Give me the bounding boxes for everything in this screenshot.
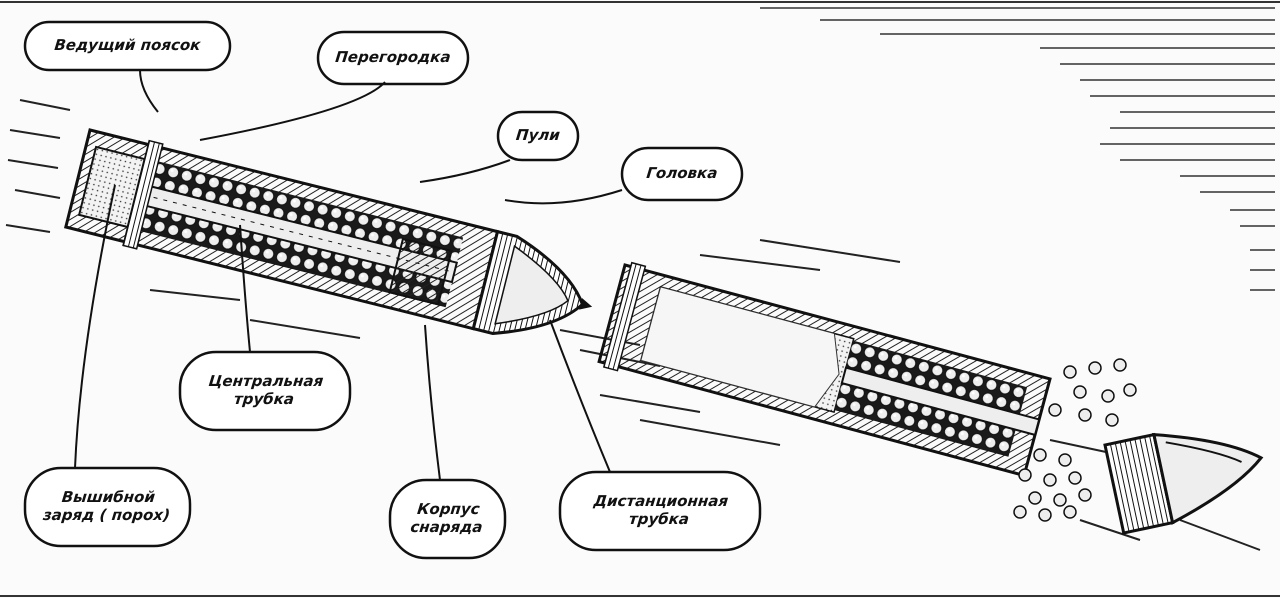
bursting-shell [597,261,1052,478]
leader-arrows [74,69,623,481]
label-central-tube-line2: трубка [233,390,295,408]
label-head: Головка [645,164,719,182]
motion-lines [5,99,1261,551]
label-central-tube: Центральная трубка [180,372,350,408]
label-time-fuze-line2: трубка [628,510,690,528]
driving-band [122,139,164,250]
label-central-tube-line1: Центральная [207,372,325,390]
label-shell-body-line1: Корпус [416,500,481,518]
intact-shell [63,128,593,335]
label-shell-body-line2: снаряда [409,518,484,536]
label-ejection-charge-line1: Вышибной [60,488,156,506]
label-ejection-charge: Вышибной заряд ( порох) [25,488,190,524]
label-driving-band: Ведущий поясок [53,36,202,54]
label-shell-body: Корпус снаряда [390,500,505,536]
label-time-fuze-line1: Дистанционная [592,492,730,510]
callout-bubbles [23,20,762,560]
scattered-bullets [1013,358,1137,522]
label-partition: Перегородка [334,48,452,66]
separated-fuze-head [1103,432,1264,535]
label-ejection-charge-line2: заряд ( порох) [42,506,171,524]
label-time-fuze: Дистанционная трубка [560,492,760,528]
sky-hatching [760,7,1275,291]
label-bullets: Пули [515,126,561,144]
